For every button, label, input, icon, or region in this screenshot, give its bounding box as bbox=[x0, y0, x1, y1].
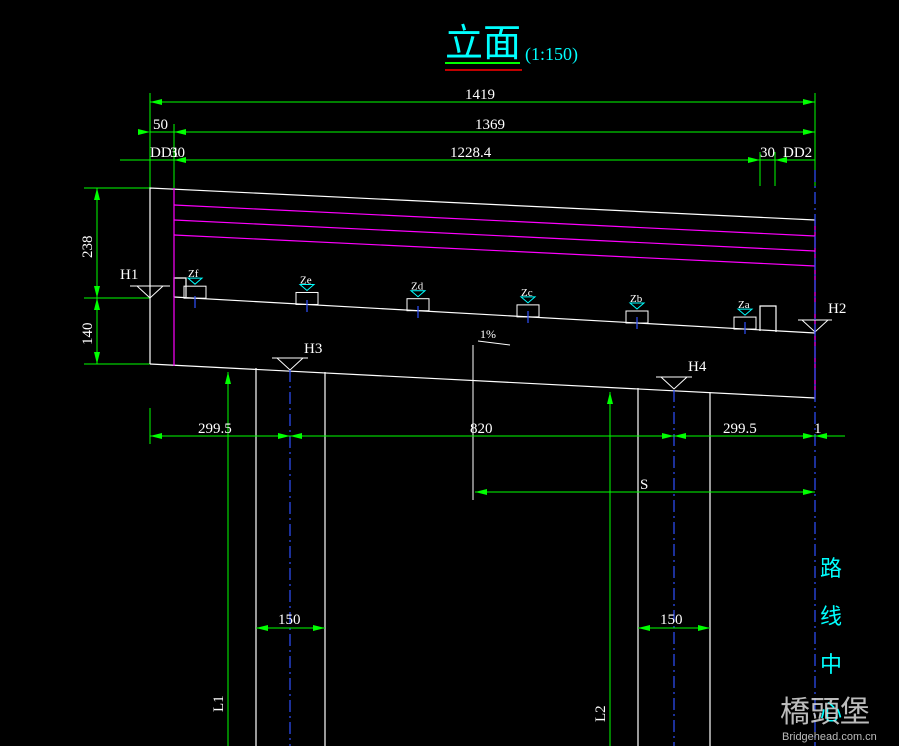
mark-h1: H1 bbox=[120, 267, 138, 283]
title-scale: (1:150) bbox=[525, 44, 578, 65]
dim-dd2: DD2 bbox=[783, 145, 812, 161]
dim-dd1: DD1 bbox=[150, 145, 179, 161]
mark-h3: H3 bbox=[304, 341, 322, 357]
slope-mark: 1% bbox=[480, 327, 496, 341]
column-l2: L2 bbox=[593, 705, 609, 722]
elevation-markers: H1 H2 H3 H4 1% bbox=[120, 267, 846, 500]
mark-h2: H2 bbox=[828, 301, 846, 317]
bearing-elevation-triangle bbox=[628, 302, 646, 310]
bearing-elevation-triangle bbox=[186, 277, 204, 285]
top-dimensions bbox=[120, 93, 816, 188]
dim-140: 140 bbox=[80, 323, 96, 346]
pier-columns bbox=[255, 368, 711, 746]
watermark: 橋頭堡 Bridgehead.com.cn bbox=[780, 695, 877, 743]
bearing-label: Za bbox=[738, 299, 750, 311]
prestress-tendons bbox=[173, 188, 816, 398]
bearing-label: Zc bbox=[521, 287, 533, 299]
bent-cap-outline bbox=[149, 187, 816, 399]
watermark-site: Bridgehead.com.cn bbox=[782, 731, 877, 743]
column-axes bbox=[194, 170, 816, 746]
bearing-label: Ze bbox=[300, 274, 312, 286]
bearing-label: Zf bbox=[188, 268, 199, 280]
dim-left-bay: 299.5 bbox=[198, 421, 232, 437]
dim-1228: 1228.4 bbox=[450, 145, 492, 161]
watermark-brand: 橋頭堡 bbox=[780, 695, 870, 730]
dim-dd1-gap: 30 bbox=[170, 145, 185, 161]
mark-h4: H4 bbox=[688, 359, 707, 375]
route-char-4: 心 bbox=[820, 701, 842, 726]
bay-dimensions bbox=[149, 372, 845, 746]
dim-1369: 1369 bbox=[475, 117, 505, 133]
dim-1419: 1419 bbox=[465, 87, 495, 103]
column-l1: L1 bbox=[211, 695, 227, 712]
bearing-zf: Zf bbox=[183, 268, 207, 299]
bearing-elevation-triangle bbox=[736, 308, 754, 316]
bearing-elevation-triangle bbox=[519, 296, 537, 304]
route-char-3: 中 bbox=[820, 653, 842, 678]
route-char-1: 路 bbox=[820, 557, 842, 582]
dim-center-bay: 820 bbox=[470, 421, 493, 437]
dim-right-bay: 299.5 bbox=[723, 421, 757, 437]
bearing-label: Zd bbox=[411, 281, 424, 293]
route-center-label: 路 线 中 心 bbox=[820, 557, 842, 726]
dim-right-edge: 1 bbox=[814, 421, 822, 437]
drawing-title: 立面 (1:150) bbox=[445, 21, 578, 71]
bearing-label: Zb bbox=[630, 293, 643, 305]
route-char-2: 线 bbox=[820, 605, 842, 630]
dim-30: 30 bbox=[760, 145, 775, 161]
dim-col-right: 150 bbox=[660, 612, 683, 628]
dim-238: 238 bbox=[80, 236, 96, 259]
dim-50: 50 bbox=[153, 117, 168, 133]
bearing-elevation-triangle bbox=[409, 290, 427, 298]
bearing-elevation-triangle bbox=[298, 283, 316, 292]
title-main: 立面 bbox=[445, 21, 521, 65]
dim-s: S bbox=[640, 477, 648, 493]
dim-arrows bbox=[138, 99, 815, 163]
dim-col-left: 150 bbox=[278, 612, 301, 628]
height-dimensions bbox=[84, 187, 150, 365]
bearing-ze: Ze bbox=[295, 274, 319, 305]
